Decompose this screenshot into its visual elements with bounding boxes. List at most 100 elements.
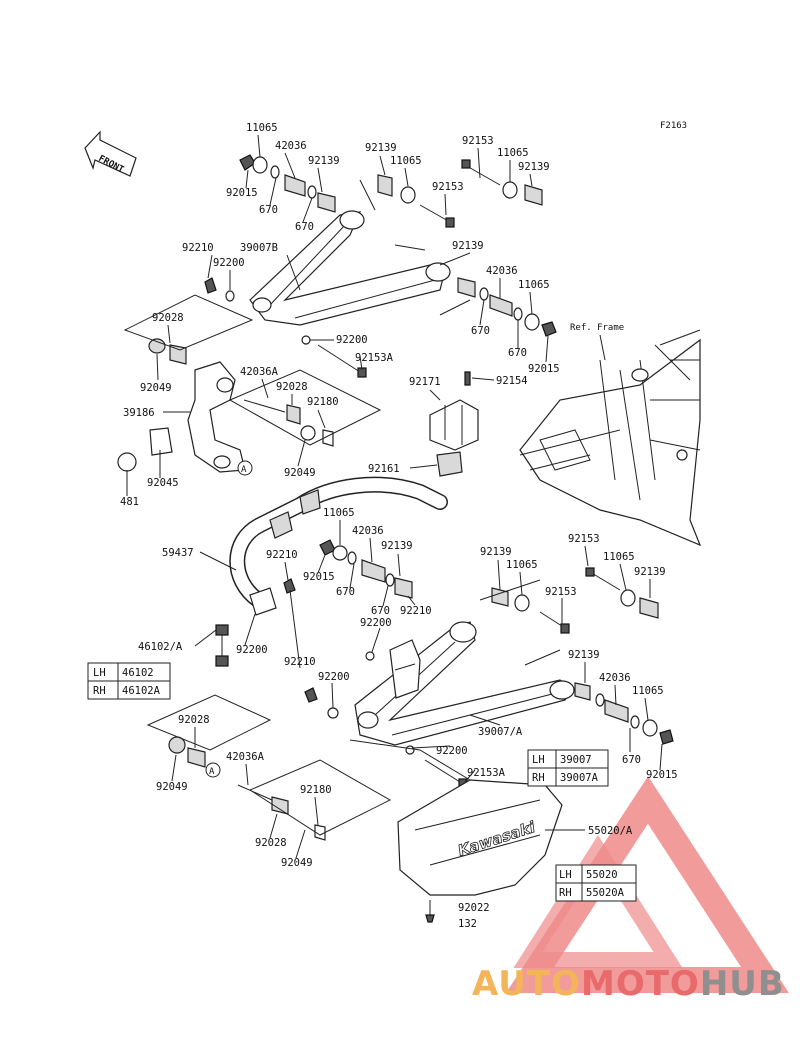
callout-11065: 11065 bbox=[518, 279, 550, 291]
callout-42036: 42036 bbox=[352, 525, 384, 537]
circle-a-label: A bbox=[241, 465, 247, 475]
callout-92161: 92161 bbox=[368, 463, 400, 475]
callout-92139: 92139 bbox=[308, 155, 340, 167]
callout-92139: 92139 bbox=[568, 649, 600, 661]
table-46102: LH 46102 RH 46102A bbox=[87, 662, 171, 700]
leader-lines bbox=[126, 134, 663, 859]
callout-670: 670 bbox=[622, 754, 641, 766]
ref-frame-label: Ref. Frame bbox=[570, 323, 624, 333]
watermark-part-3: HUB bbox=[700, 964, 785, 1004]
table-cell-side: LH bbox=[532, 754, 545, 766]
callout-92210: 92210 bbox=[182, 242, 214, 254]
circle-a-label: A bbox=[209, 767, 215, 777]
upper-a-arm bbox=[249, 210, 451, 326]
callout-92015: 92015 bbox=[528, 363, 560, 375]
callout-92049: 92049 bbox=[156, 781, 188, 793]
watermark-part-1: AUTO bbox=[472, 964, 581, 1004]
callout-92028: 92028 bbox=[178, 714, 210, 726]
table-55020: LH 55020 RH 55020A bbox=[555, 864, 637, 902]
callout-55020a: 55020/A bbox=[588, 825, 633, 837]
table-cell-part: 55020A bbox=[586, 887, 625, 899]
callout-670: 670 bbox=[336, 586, 355, 598]
callout-92154: 92154 bbox=[496, 375, 528, 387]
callout-92180: 92180 bbox=[307, 396, 339, 408]
table-cell-side: RH bbox=[93, 685, 106, 697]
callout-481: 481 bbox=[120, 496, 139, 508]
table-39007: LH 39007 RH 39007A bbox=[527, 749, 609, 787]
table-cell-part: 39007 bbox=[560, 754, 592, 766]
figure-code: F2163 bbox=[660, 121, 687, 131]
callout-92200: 92200 bbox=[236, 644, 268, 656]
stabilizer-link bbox=[215, 587, 277, 667]
watermark-triangle-inner bbox=[513, 835, 683, 968]
callout-92015: 92015 bbox=[226, 187, 258, 199]
callout-92153a: 92153A bbox=[467, 767, 506, 779]
stabilizer-bracket bbox=[429, 371, 479, 477]
callout-92210: 92210 bbox=[400, 605, 432, 617]
callout-92180: 92180 bbox=[300, 784, 332, 796]
callout-11065: 11065 bbox=[246, 122, 278, 134]
callout-42036a: 42036A bbox=[226, 751, 265, 763]
callout-11065: 11065 bbox=[632, 685, 664, 697]
callout-11065: 11065 bbox=[603, 551, 635, 563]
table-cell-side: RH bbox=[532, 772, 545, 784]
callout-92049: 92049 bbox=[284, 467, 316, 479]
callout-11065: 11065 bbox=[497, 147, 529, 159]
callout-92028: 92028 bbox=[276, 381, 308, 393]
callout-92028: 92028 bbox=[152, 312, 184, 324]
callout-42036: 42036 bbox=[275, 140, 307, 152]
circle-a-marker-1: A bbox=[237, 460, 253, 476]
guide-outlines bbox=[123, 179, 561, 836]
callout-39186: 39186 bbox=[123, 407, 155, 419]
callout-670: 670 bbox=[508, 347, 527, 359]
callout-670: 670 bbox=[471, 325, 490, 337]
callout-92139: 92139 bbox=[365, 142, 397, 154]
callout-92139: 92139 bbox=[452, 240, 484, 252]
table-cell-side: RH bbox=[559, 887, 572, 899]
table-cell-part: 46102 bbox=[122, 667, 154, 679]
callout-92210: 92210 bbox=[284, 656, 316, 668]
callout-92022: 92022 bbox=[458, 902, 490, 914]
callout-42036: 42036 bbox=[486, 265, 518, 277]
callout-59437: 59437 bbox=[162, 547, 194, 559]
svg-text:AUTOMOTOHUB: AUTOMOTOHUB bbox=[472, 964, 785, 1004]
callout-92200: 92200 bbox=[318, 671, 350, 683]
callout-39007b: 39007B bbox=[240, 242, 278, 254]
callout-92049: 92049 bbox=[281, 857, 313, 869]
callout-92200: 92200 bbox=[213, 257, 245, 269]
callout-92200: 92200 bbox=[360, 617, 392, 629]
callout-92139: 92139 bbox=[480, 546, 512, 558]
callout-670: 670 bbox=[259, 204, 278, 216]
circle-a-marker-2: A bbox=[205, 762, 221, 778]
callout-670: 670 bbox=[295, 221, 314, 233]
callout-92153: 92153 bbox=[462, 135, 494, 147]
upper-hardware-right bbox=[204, 277, 557, 378]
callout-92139: 92139 bbox=[381, 540, 413, 552]
lower-a-arm bbox=[354, 621, 575, 746]
callout-92015: 92015 bbox=[646, 769, 678, 781]
callout-92153: 92153 bbox=[545, 586, 577, 598]
callout-39007a: 39007/A bbox=[478, 726, 523, 738]
stabilizer-bar bbox=[229, 476, 448, 608]
frame-assembly bbox=[519, 329, 702, 547]
upper-hardware-top-left bbox=[239, 154, 543, 228]
callout-92171: 92171 bbox=[409, 376, 441, 388]
watermark-text: AUTOMOTOHUB bbox=[472, 964, 785, 1004]
callout-46102a: 46102/A bbox=[138, 641, 183, 653]
watermark-part-2: MOTO bbox=[581, 964, 700, 1004]
callout-92015: 92015 bbox=[303, 571, 335, 583]
callout-92049: 92049 bbox=[140, 382, 172, 394]
a-arm-guard: Kawasaki bbox=[397, 779, 563, 923]
table-cell-side: LH bbox=[559, 869, 572, 881]
table-cell-part: 46102A bbox=[122, 685, 161, 697]
callout-92139: 92139 bbox=[518, 161, 550, 173]
callout-92153a: 92153A bbox=[355, 352, 394, 364]
table-cell-part: 55020 bbox=[586, 869, 618, 881]
callout-92200: 92200 bbox=[436, 745, 468, 757]
callout-11065: 11065 bbox=[390, 155, 422, 167]
callout-92210: 92210 bbox=[266, 549, 298, 561]
callout-92045: 92045 bbox=[147, 477, 179, 489]
callout-42036a: 42036A bbox=[240, 366, 279, 378]
callout-42036: 42036 bbox=[599, 672, 631, 684]
